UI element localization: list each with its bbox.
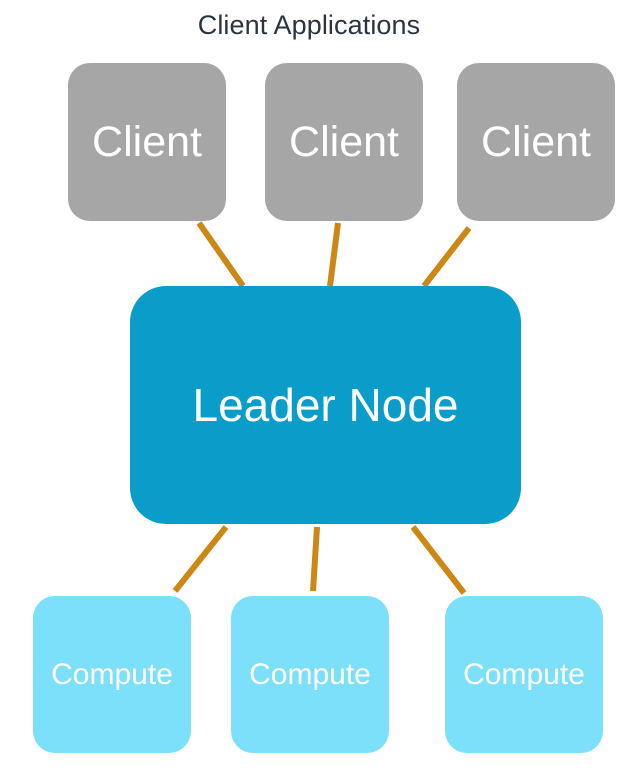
edge-leader-compute2 (310, 526, 320, 592)
edge-client2-leader (327, 222, 341, 287)
edge-client3-leader (421, 226, 472, 288)
client-node-3[interactable]: Client (457, 63, 615, 221)
clients-tier-title: Client Applications (197, 10, 421, 40)
compute-node-2-label: Compute (249, 657, 371, 691)
leader-node[interactable]: Leader Node (130, 286, 521, 524)
compute-node-1-label: Compute (51, 657, 173, 691)
compute-node-1[interactable]: Compute (33, 596, 191, 753)
compute-node-3[interactable]: Compute (445, 596, 603, 753)
leader-node-label: Leader Node (192, 379, 459, 431)
client-node-2[interactable]: Client (265, 63, 423, 221)
client-node-1-label: Client (92, 117, 202, 166)
edge-leader-compute3 (410, 525, 467, 595)
client-node-1[interactable]: Client (68, 63, 226, 221)
compute-node-2[interactable]: Compute (231, 596, 389, 753)
compute-node-3-label: Compute (463, 657, 585, 691)
client-node-2-label: Client (289, 117, 399, 166)
edge-leader-compute1 (172, 525, 229, 593)
edge-client1-leader (196, 221, 246, 288)
client-node-3-label: Client (481, 117, 591, 166)
